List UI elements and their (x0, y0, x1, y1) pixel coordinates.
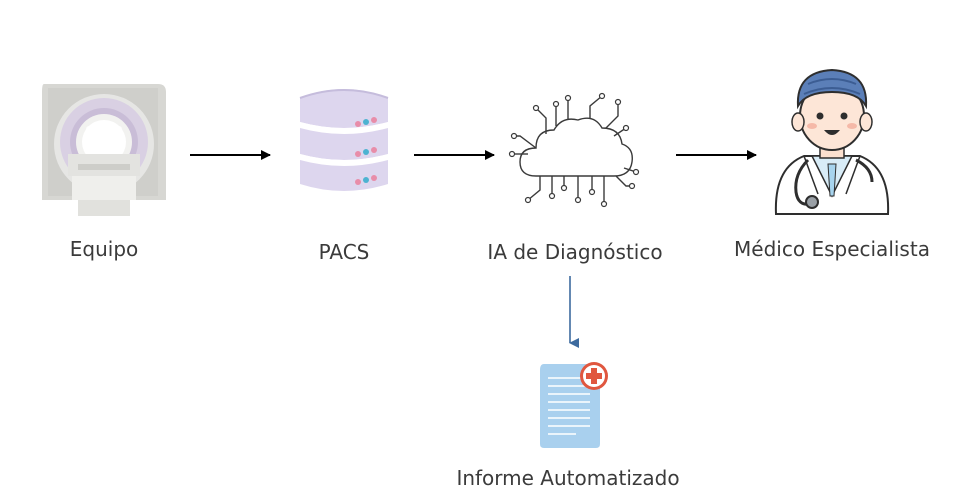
label-informe: Informe Automatizado (456, 466, 680, 490)
mri-scanner-icon (42, 84, 166, 216)
node-medico (768, 64, 896, 224)
node-informe (536, 358, 614, 450)
label-ia: IA de Diagnóstico (487, 240, 663, 264)
node-ia (506, 92, 640, 208)
label-pacs: PACS (318, 240, 370, 264)
label-equipo: Equipo (69, 237, 139, 261)
node-pacs (296, 86, 392, 198)
doctor-icon (774, 68, 890, 215)
medical-report-icon (540, 362, 608, 448)
label-medico: Médico Especialista (734, 237, 930, 261)
ai-cloud-network-icon (508, 92, 640, 208)
database-server-icon (299, 89, 389, 191)
node-equipo (38, 80, 170, 220)
